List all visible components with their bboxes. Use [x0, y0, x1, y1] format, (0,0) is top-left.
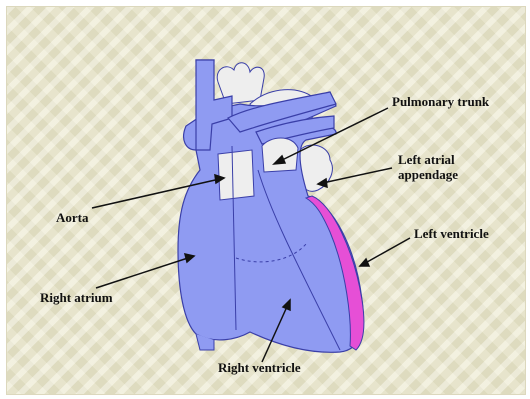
label-right-ventricle: Right ventricle	[218, 360, 301, 376]
arrowhead-left-ventricle	[360, 259, 369, 266]
label-aorta: Aorta	[56, 210, 89, 226]
label-pulmonary-trunk: Pulmonary trunk	[392, 94, 489, 110]
label-left-ventricle: Left ventricle	[414, 226, 489, 242]
label-left-atrial-line2: appendage	[398, 167, 458, 182]
aorta-patch	[218, 150, 254, 200]
label-left-atrial-line1: Left atrial	[398, 152, 458, 167]
label-left-atrial-appendage: Left atrial appendage	[398, 152, 458, 182]
label-right-atrium: Right atrium	[40, 290, 113, 306]
